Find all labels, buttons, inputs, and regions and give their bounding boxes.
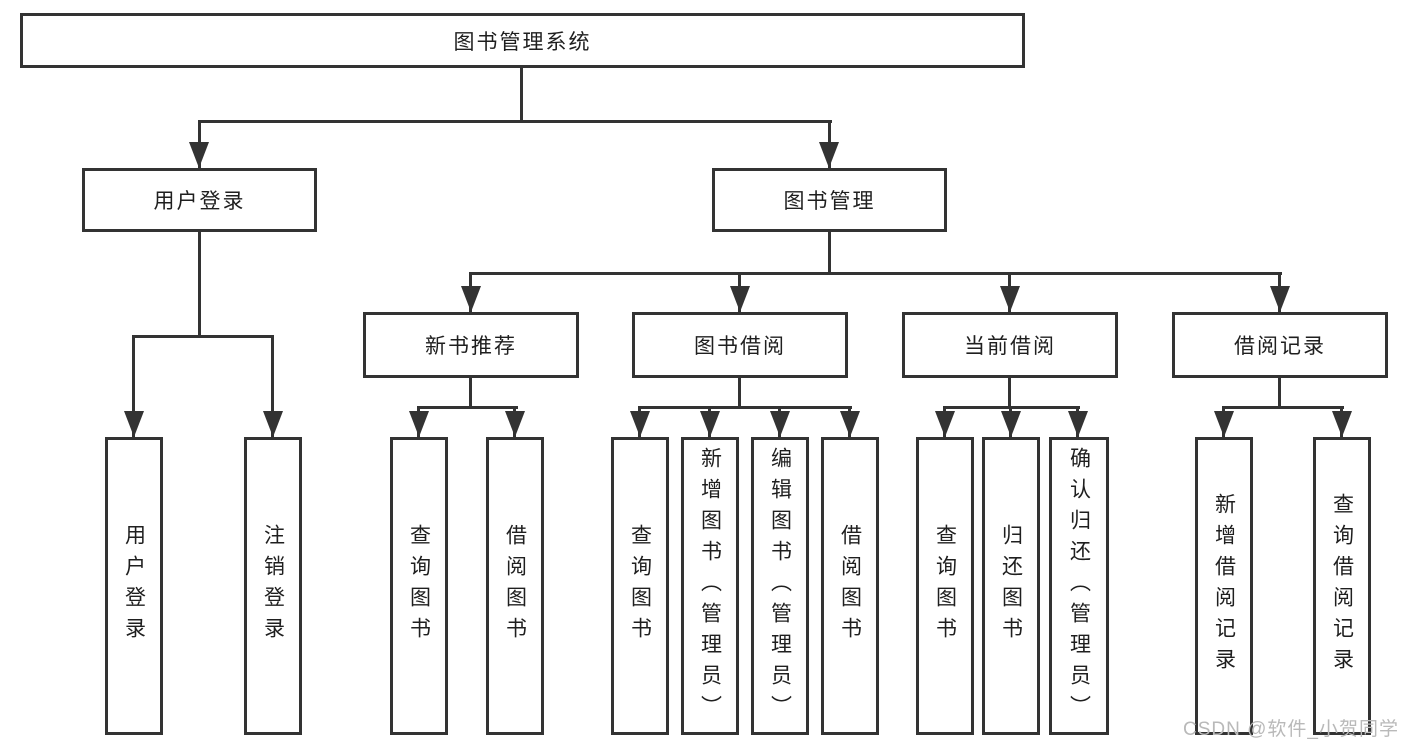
arrow-down-icon [189, 142, 209, 168]
connector-line [469, 272, 1282, 275]
leaf-label: 查询借阅记录 [1330, 493, 1354, 679]
leaf-label: 确认归还（管理员） [1067, 446, 1091, 726]
node-library-management-system: 图书管理系统 [20, 13, 1025, 68]
arrow-down-icon [840, 411, 860, 437]
leaf-query-books-recommend: 查询图书 [390, 437, 448, 735]
node-label: 新书推荐 [425, 335, 517, 358]
connector-line [271, 335, 274, 437]
connector-line [1008, 378, 1011, 406]
connector-line [417, 406, 518, 409]
node-book-management-branch: 图书管理 [712, 168, 947, 232]
connector-line [1278, 378, 1281, 406]
arrow-down-icon [730, 286, 750, 312]
arrow-down-icon [630, 411, 650, 437]
leaf-add-borrow-record: 新增借阅记录 [1195, 437, 1253, 735]
leaf-label: 用户登录 [122, 524, 146, 648]
leaf-query-books-current: 查询图书 [916, 437, 974, 735]
leaf-query-books-borrowing: 查询图书 [611, 437, 669, 735]
connector-line [638, 406, 852, 409]
arrow-down-icon [1214, 411, 1234, 437]
leaf-label: 注销登录 [261, 524, 285, 648]
leaf-user-login: 用户登录 [105, 437, 163, 735]
connector-line [198, 120, 832, 123]
arrow-down-icon [1332, 411, 1352, 437]
node-label: 当前借阅 [964, 335, 1056, 358]
node-book-borrowing: 图书借阅 [632, 312, 848, 378]
leaf-logout: 注销登录 [244, 437, 302, 735]
connector-line [738, 378, 741, 406]
leaf-label: 新增图书（管理员） [698, 446, 722, 726]
arrow-down-icon [263, 411, 283, 437]
leaf-return-books: 归还图书 [982, 437, 1040, 735]
leaf-label: 编辑图书（管理员） [768, 446, 792, 726]
leaf-label: 新增借阅记录 [1212, 493, 1236, 679]
leaf-add-books-admin: 新增图书（管理员） [681, 437, 739, 735]
arrow-down-icon [1001, 411, 1021, 437]
leaf-label: 查询图书 [407, 524, 431, 648]
leaf-borrow-books-recommend: 借阅图书 [486, 437, 544, 735]
connector-line [198, 232, 201, 335]
leaf-label: 借阅图书 [503, 524, 527, 648]
node-label: 借阅记录 [1234, 335, 1326, 358]
leaf-label: 查询图书 [628, 524, 652, 648]
arrow-down-icon [1000, 286, 1020, 312]
connector-line [469, 378, 472, 406]
node-label: 图书管理系统 [453, 30, 592, 54]
connector-line [1222, 406, 1344, 409]
arrow-down-icon [935, 411, 955, 437]
arrow-down-icon [819, 142, 839, 168]
arrow-down-icon [1068, 411, 1088, 437]
connector-line [828, 232, 831, 272]
arrow-down-icon [505, 411, 525, 437]
connector-line [132, 335, 274, 338]
arrow-down-icon [770, 411, 790, 437]
csdn-watermark: CSDN @软件_小贺同学 [1183, 719, 1399, 740]
arrow-down-icon [461, 286, 481, 312]
node-label: 图书管理 [783, 190, 876, 213]
node-label: 图书借阅 [694, 335, 786, 358]
node-borrowing-records: 借阅记录 [1172, 312, 1388, 378]
leaf-edit-books-admin: 编辑图书（管理员） [751, 437, 809, 735]
leaf-query-borrow-record: 查询借阅记录 [1313, 437, 1371, 735]
leaf-label: 借阅图书 [838, 524, 862, 648]
arrow-down-icon [124, 411, 144, 437]
node-new-book-recommendation: 新书推荐 [363, 312, 579, 378]
leaf-borrow-books-borrowing: 借阅图书 [821, 437, 879, 735]
arrow-down-icon [1270, 286, 1290, 312]
connector-line [520, 68, 523, 121]
node-user-login-branch: 用户登录 [82, 168, 317, 232]
node-label: 用户登录 [153, 190, 246, 213]
node-current-borrowing: 当前借阅 [902, 312, 1118, 378]
leaf-label: 查询图书 [933, 524, 957, 648]
leaf-confirm-return-admin: 确认归还（管理员） [1049, 437, 1109, 735]
leaf-label: 归还图书 [999, 524, 1023, 648]
arrow-down-icon [409, 411, 429, 437]
connector-line [132, 335, 135, 437]
arrow-down-icon [700, 411, 720, 437]
